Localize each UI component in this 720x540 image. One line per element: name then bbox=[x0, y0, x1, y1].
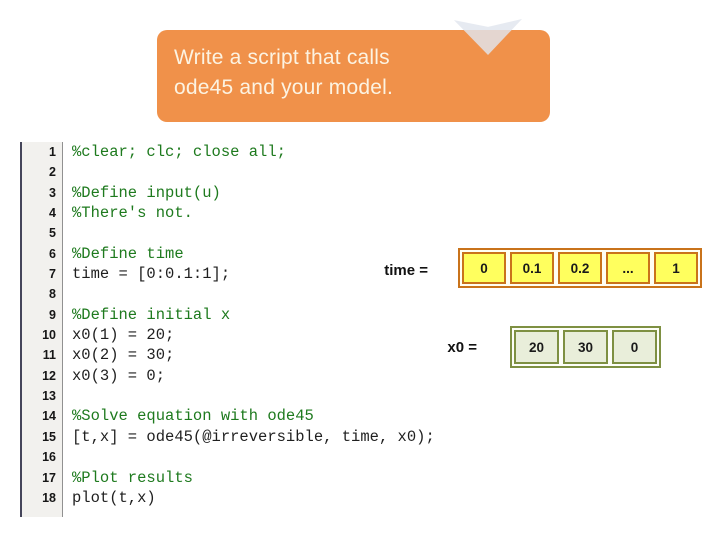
code-line: 12 x0(3) = 0; bbox=[22, 365, 435, 387]
line-number: 18 bbox=[22, 487, 63, 509]
time-array-cell: 1 bbox=[654, 252, 698, 284]
x0-array-cell: 20 bbox=[514, 330, 559, 364]
time-array-cell: 0.1 bbox=[510, 252, 554, 284]
time-array-cell: 0 bbox=[462, 252, 506, 284]
gutter-filler bbox=[22, 508, 435, 518]
code-text: x0(1) = 20; bbox=[72, 326, 175, 345]
code-line: 18 plot(t,x) bbox=[22, 487, 435, 509]
line-number: 4 bbox=[22, 203, 63, 224]
code-line: 16 bbox=[22, 447, 435, 468]
line-number: 8 bbox=[22, 284, 63, 305]
code-text bbox=[63, 223, 72, 243]
line-number: 10 bbox=[22, 325, 63, 346]
code-line: 11 x0(2) = 30; bbox=[22, 345, 435, 366]
code-line: 10 x0(1) = 20; bbox=[22, 325, 435, 346]
line-number: 2 bbox=[22, 162, 63, 183]
time-array-cell: 0.2 bbox=[558, 252, 602, 284]
code-text: %Solve equation with ode45 bbox=[72, 407, 314, 426]
time-array-cell: ... bbox=[606, 252, 650, 284]
x0-array-cell: 30 bbox=[563, 330, 608, 364]
code-line: 7 time = [0:0.1:1]; bbox=[22, 264, 435, 285]
code-text: plot(t,x) bbox=[72, 488, 156, 507]
code-text: %Define input(u) bbox=[72, 183, 221, 202]
code-text bbox=[63, 386, 72, 406]
line-number: 3 bbox=[22, 182, 63, 204]
code-text: %There's not. bbox=[72, 204, 193, 223]
line-number: 12 bbox=[22, 365, 63, 387]
line-number: 7 bbox=[22, 264, 63, 285]
code-line: 1 %clear; clc; close all; bbox=[22, 142, 435, 163]
code-line: 5 bbox=[22, 223, 435, 244]
callout-text-line: Write a script that calls bbox=[174, 46, 390, 69]
code-text bbox=[63, 162, 72, 182]
code-line: 14 %Solve equation with ode45 bbox=[22, 406, 435, 427]
line-number: 1 bbox=[22, 142, 63, 163]
line-number: 15 bbox=[22, 426, 63, 448]
code-text: [t,x] = ode45(@irreversible, time, x0); bbox=[72, 427, 435, 446]
code-line: 9 %Define initial x bbox=[22, 304, 435, 326]
code-text: time = [0:0.1:1]; bbox=[72, 265, 231, 284]
code-line: 15 [t,x] = ode45(@irreversible, time, x0)… bbox=[22, 426, 435, 448]
callout-text-line: ode45 and your model. bbox=[174, 76, 394, 99]
code-line: 3 %Define input(u) bbox=[22, 182, 435, 204]
line-number: 16 bbox=[22, 447, 63, 468]
code-line: 17 %Plot results bbox=[22, 467, 435, 488]
line-number: 5 bbox=[22, 223, 63, 244]
code-text bbox=[63, 284, 72, 304]
code-text: x0(2) = 30; bbox=[72, 346, 175, 365]
code-line: 4 %There's not. bbox=[22, 203, 435, 224]
code-line: 13 bbox=[22, 386, 435, 407]
code-text: %Define time bbox=[72, 244, 184, 263]
code-line: 8 bbox=[22, 284, 435, 305]
code-text: %Plot results bbox=[72, 468, 193, 487]
code-text bbox=[63, 447, 72, 467]
code-text: x0(3) = 0; bbox=[72, 366, 166, 385]
time-array-label: time = bbox=[384, 262, 428, 279]
line-number: 17 bbox=[22, 467, 63, 488]
code-line: 6 %Define time bbox=[22, 243, 435, 265]
gutter-filler-cell bbox=[22, 508, 63, 518]
x0-array-cell: 0 bbox=[612, 330, 657, 364]
line-number: 6 bbox=[22, 243, 63, 265]
x0-array-label: x0 = bbox=[447, 339, 477, 356]
line-number: 14 bbox=[22, 406, 63, 427]
line-number: 9 bbox=[22, 304, 63, 326]
line-number: 11 bbox=[22, 345, 63, 366]
code-text: %clear; clc; close all; bbox=[72, 143, 286, 161]
line-number: 13 bbox=[22, 386, 63, 407]
code-line: 2 bbox=[22, 162, 435, 183]
code-text: %Define initial x bbox=[72, 305, 231, 324]
